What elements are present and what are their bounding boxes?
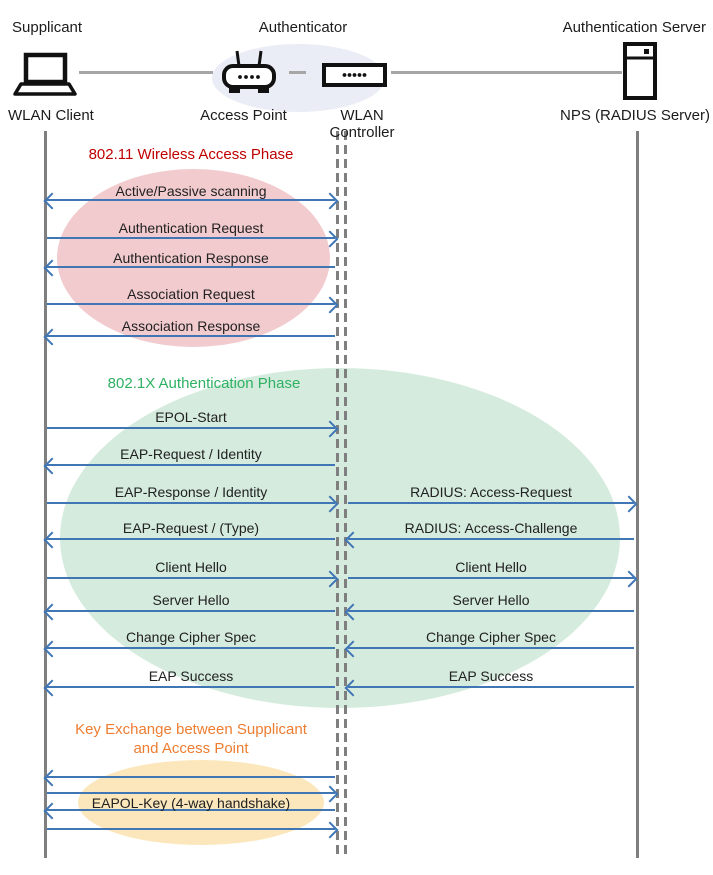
arrow-association-request bbox=[47, 303, 335, 306]
lifeline-wlan-controller-left bbox=[336, 131, 339, 858]
wireless-phase-title: 802.11 Wireless Access Phase bbox=[88, 146, 294, 163]
node-name-nps: NPS (RADIUS Server) bbox=[559, 107, 711, 124]
link-ap-controller bbox=[289, 71, 306, 74]
arrow-server-hello-right bbox=[348, 610, 634, 613]
role-label-authentication-server: Authentication Server bbox=[562, 19, 706, 36]
arrow-eap-request-type bbox=[47, 538, 335, 541]
key-exchange-ellipse bbox=[78, 760, 324, 845]
msg-server-hello-left: Server Hello bbox=[152, 592, 230, 608]
lifeline-wlan-controller-right bbox=[344, 131, 347, 858]
arrow-client-hello-right bbox=[348, 577, 634, 580]
arrow-eap-request-identity bbox=[47, 464, 335, 467]
arrow-epol-start bbox=[47, 427, 335, 430]
arrow-active-passive-scanning bbox=[47, 199, 335, 202]
arrow-eap-success-left bbox=[47, 686, 335, 689]
link-controller-server bbox=[391, 71, 622, 74]
arrow-eap-success-right bbox=[348, 686, 634, 689]
arrow-authentication-request bbox=[47, 237, 335, 240]
msg-eap-success-right: EAP Success bbox=[448, 668, 534, 684]
msg-association-response: Association Response bbox=[121, 318, 261, 334]
arrow-key-exchange-3 bbox=[47, 809, 335, 812]
key-exchange-title: Key Exchange between Supplicant and Acce… bbox=[75, 721, 307, 757]
role-label-authenticator: Authenticator bbox=[258, 19, 348, 36]
role-label-supplicant: Supplicant bbox=[12, 19, 83, 36]
msg-eap-response-identity: EAP-Response / Identity bbox=[114, 484, 268, 500]
msg-eap-success-left: EAP Success bbox=[148, 668, 234, 684]
msg-active-passive-scanning: Active/Passive scanning bbox=[115, 183, 267, 199]
arrow-radius-access-request bbox=[348, 502, 634, 505]
msg-epol-start: EPOL-Start bbox=[155, 409, 227, 425]
node-name-wlan-client: WLAN Client bbox=[8, 107, 94, 124]
dot1x-phase-title: 802.1X Authentication Phase bbox=[107, 375, 301, 392]
access-point-icon bbox=[222, 50, 276, 93]
arrow-eap-response-identity bbox=[47, 502, 335, 505]
arrow-association-response bbox=[47, 335, 335, 338]
node-name-access-point: Access Point bbox=[200, 107, 287, 124]
msg-eap-request-identity: EAP-Request / Identity bbox=[120, 446, 262, 462]
arrow-radius-access-challenge bbox=[348, 538, 634, 541]
msg-radius-access-challenge: RADIUS: Access-Challenge bbox=[404, 520, 578, 536]
arrow-key-exchange-1 bbox=[47, 776, 335, 779]
msg-radius-access-request: RADIUS: Access-Request bbox=[410, 484, 572, 500]
arrow-change-cipher-spec-right bbox=[348, 647, 634, 650]
arrow-authentication-response bbox=[47, 266, 335, 269]
node-name-wlan-controller: WLAN Controller bbox=[329, 107, 395, 141]
msg-eap-request-type: EAP-Request / (Type) bbox=[122, 520, 260, 536]
arrow-key-exchange-2 bbox=[47, 792, 335, 795]
msg-authentication-request: Authentication Request bbox=[118, 220, 264, 236]
msg-change-cipher-spec-left: Change Cipher Spec bbox=[126, 629, 256, 645]
arrow-key-exchange-4 bbox=[47, 828, 335, 831]
lifeline-wlan-client bbox=[44, 131, 47, 858]
laptop-icon bbox=[13, 52, 77, 96]
msg-authentication-response: Authentication Response bbox=[113, 250, 269, 266]
link-client-ap bbox=[79, 71, 213, 74]
msg-client-hello-left: Client Hello bbox=[155, 559, 227, 575]
lifeline-nps-server bbox=[636, 131, 639, 858]
radius-server-icon bbox=[623, 42, 657, 100]
arrow-client-hello-left bbox=[47, 577, 335, 580]
arrow-change-cipher-spec-left bbox=[47, 647, 335, 650]
msg-eapol-key: EAPOL-Key (4-way handshake) bbox=[91, 795, 291, 811]
msg-change-cipher-spec-right: Change Cipher Spec bbox=[426, 629, 556, 645]
arrow-server-hello-left bbox=[47, 610, 335, 613]
msg-server-hello-right: Server Hello bbox=[452, 592, 530, 608]
msg-client-hello-right: Client Hello bbox=[455, 559, 527, 575]
msg-association-request: Association Request bbox=[127, 286, 255, 302]
wlan-controller-icon bbox=[322, 63, 387, 87]
